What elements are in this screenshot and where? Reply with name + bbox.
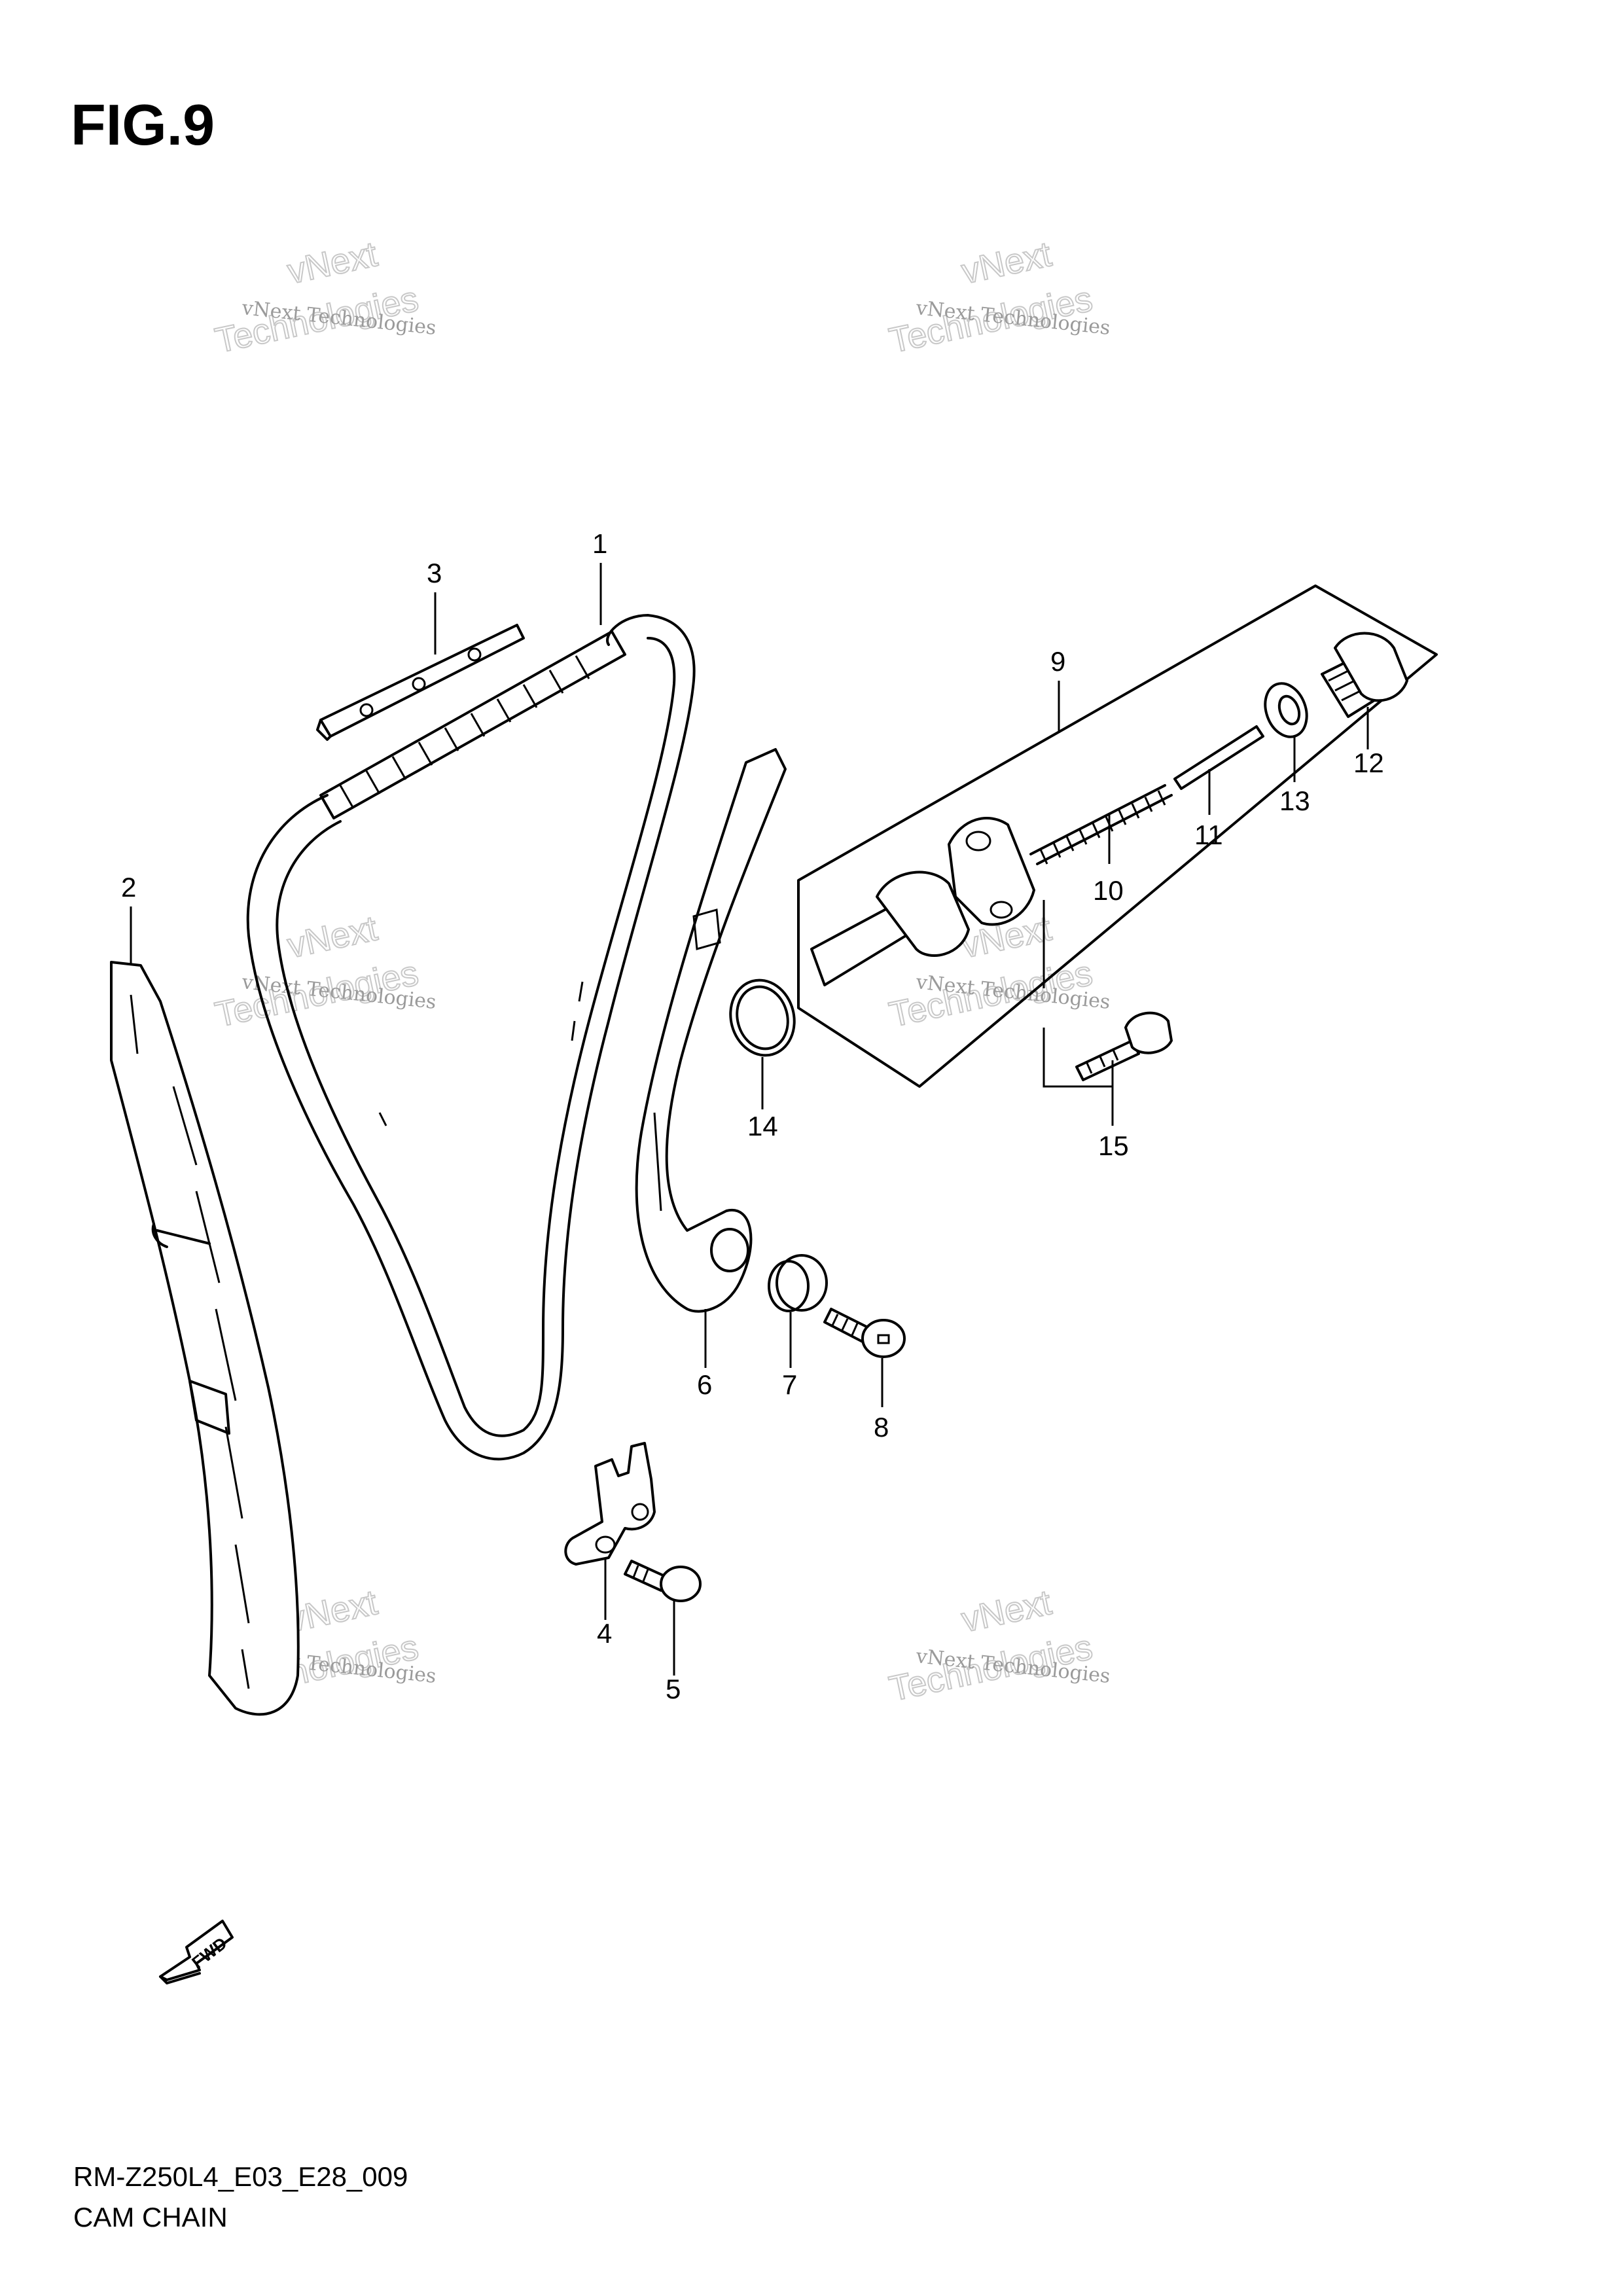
watermark-2: vNext Technologies vNext Technologies <box>885 234 1112 361</box>
callout-7: 7 <box>782 1369 797 1400</box>
watermark-1: vNext Technologies vNext Technologies <box>211 234 438 361</box>
bolt-8 <box>823 1308 906 1358</box>
tensioner-chain-guide <box>635 748 787 1313</box>
chain-links <box>319 630 626 819</box>
callout-3: 3 <box>427 558 442 588</box>
chain-guide-plate <box>316 624 525 741</box>
callout-8: 8 <box>874 1412 889 1443</box>
rear-chain-guide <box>110 961 300 1716</box>
callout-2: 2 <box>121 872 136 903</box>
callout-5: 5 <box>666 1674 681 1704</box>
bracket <box>564 1442 656 1566</box>
callout-6: 6 <box>697 1369 712 1400</box>
o-ring <box>729 978 796 1057</box>
tensioner-assembly <box>797 584 1438 1088</box>
callout-leaders <box>130 563 1369 1676</box>
bolt-15 <box>1075 1011 1173 1081</box>
pushrod <box>1173 725 1264 790</box>
watermark-text: vNext <box>284 234 381 291</box>
watermark-group: vNext Technologies vNext Technologies vN… <box>211 234 1112 1710</box>
washer-13 <box>1264 682 1308 738</box>
callout-labels: 1 2 3 4 5 6 7 8 9 10 11 12 13 14 15 <box>121 528 1384 1704</box>
watermark-text: vNext <box>284 908 381 965</box>
watermark-6: vNext Technologies vNext Technologies <box>885 1582 1112 1710</box>
callout-12: 12 <box>1353 747 1384 778</box>
bolt-5 <box>624 1560 702 1602</box>
spacer <box>768 1254 828 1312</box>
fwd-arrow: FWD <box>159 1920 234 1984</box>
callout-14: 14 <box>747 1111 778 1141</box>
cam-chain <box>246 614 696 1461</box>
watermark-3: vNext Technologies vNext Technologies <box>211 908 438 1035</box>
diagram-subtitle: CAM CHAIN <box>73 2202 228 2233</box>
model-code: RM-Z250L4_E03_E28_009 <box>73 2161 408 2192</box>
watermark-text: vNext <box>958 234 1055 291</box>
callout-13: 13 <box>1279 785 1310 816</box>
callout-1: 1 <box>592 528 607 559</box>
watermark-text: vNext <box>958 1583 1055 1640</box>
callout-15: 15 <box>1098 1130 1129 1161</box>
callout-10: 10 <box>1093 875 1124 906</box>
figure-title: FIG.9 <box>71 92 215 157</box>
callout-4: 4 <box>597 1618 612 1649</box>
cap-bolt <box>1321 632 1408 718</box>
callout-9: 9 <box>1050 646 1065 677</box>
spring <box>1029 784 1173 865</box>
callout-11: 11 <box>1194 819 1223 850</box>
